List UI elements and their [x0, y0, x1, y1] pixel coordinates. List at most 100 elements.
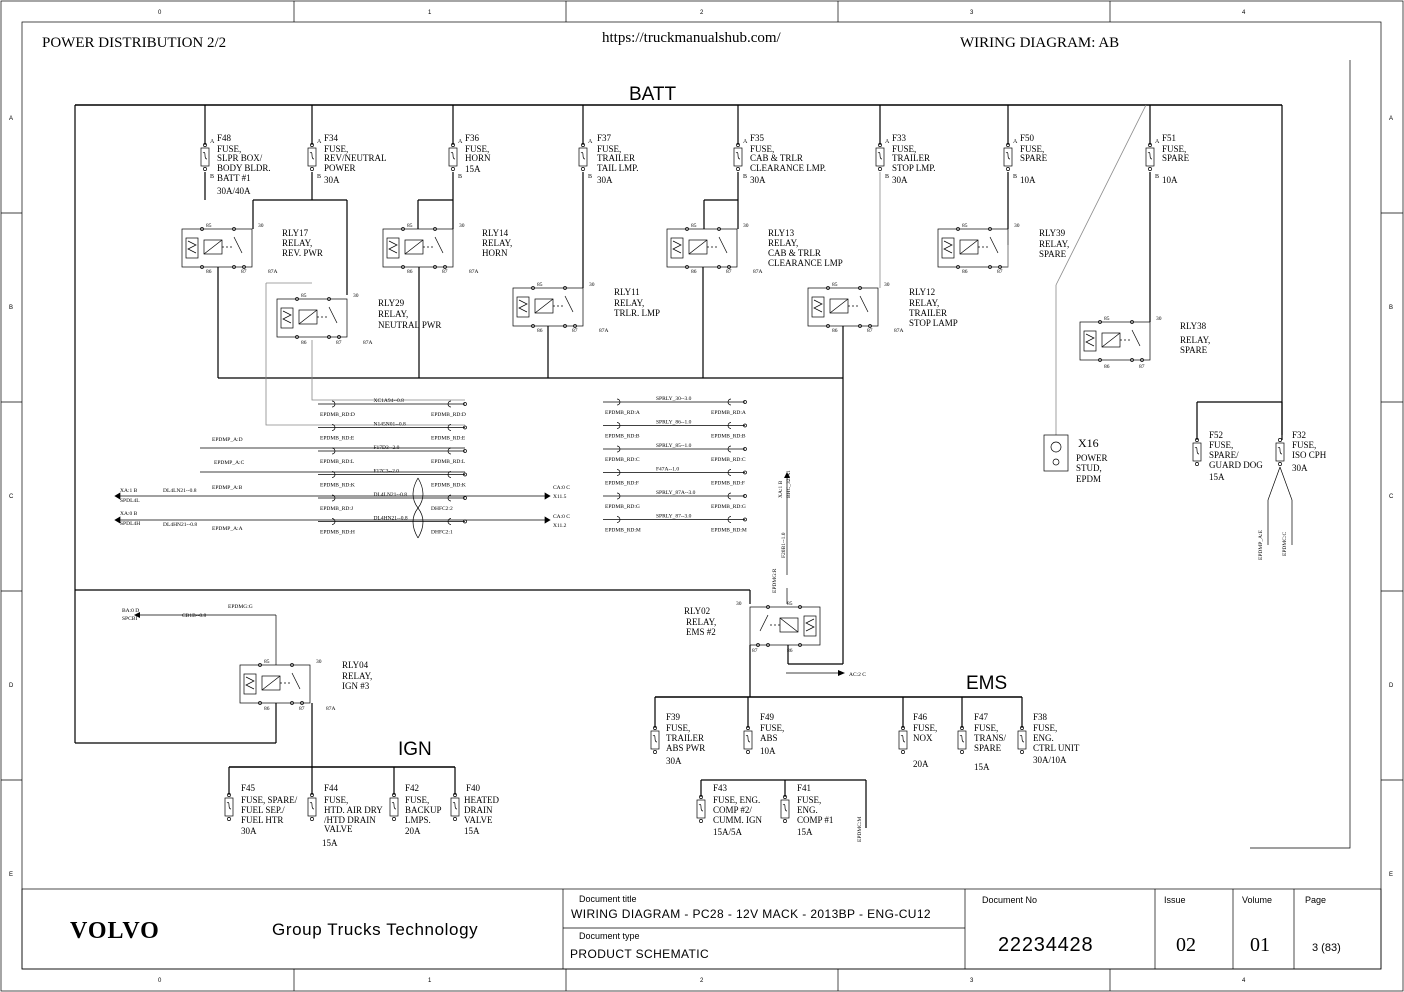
relay-id: RLY04: [342, 660, 369, 670]
pin-label: B: [317, 174, 321, 180]
fuse-id: F49: [760, 712, 775, 722]
relay-desc: SPARE: [1180, 345, 1208, 355]
pin-label: 30: [736, 601, 742, 607]
connector-label: AC:2 C: [849, 672, 866, 678]
connector-label: BA:0 D: [122, 608, 139, 614]
fuse-desc: FUSE,: [1020, 144, 1044, 154]
pin-label: 86: [301, 340, 307, 346]
fuse-desc: BATT #1: [217, 173, 251, 183]
fuse-desc: FUSE,: [217, 144, 241, 154]
pin-label: B: [210, 174, 214, 180]
pin-label: 30: [743, 223, 749, 229]
fuse-desc: TRAILER: [892, 153, 930, 163]
connector-label: EPDMC:M: [857, 817, 863, 842]
connector-label: EPDMB_RD:H: [320, 530, 355, 536]
row-label: D: [1389, 683, 1394, 689]
fuse-desc: POWER: [324, 163, 356, 173]
pin-label: B: [1013, 174, 1017, 180]
pin-label: 30: [459, 223, 465, 229]
wire-label: SPRLY_87--3.0: [656, 514, 692, 520]
ems-bus-label: EMS: [966, 673, 1007, 694]
relay-desc: RELAY,: [378, 309, 408, 319]
pin-label: 87: [867, 328, 873, 334]
page-label: Page: [1305, 895, 1326, 905]
fuse-id: F41: [797, 783, 811, 793]
connector-label: EPDMB_RD:A: [605, 410, 640, 416]
relay-desc: RELAY,: [1180, 335, 1210, 345]
doc-no-label: Document No: [982, 895, 1037, 905]
fuse-F39: [650, 726, 660, 754]
wire-label: SPRLY_85--1.0: [656, 443, 692, 449]
fuse-F40: [450, 793, 460, 821]
fuse-rating: 20A: [405, 826, 421, 836]
fuse-F38: [1017, 726, 1027, 754]
fuse-id: F43: [713, 783, 728, 793]
volume-label: Volume: [1242, 895, 1272, 905]
connector-label: EPDMB_RD:L: [431, 459, 466, 465]
fuse-rating: 30A: [324, 175, 340, 185]
fuse-desc: ENG.: [1033, 733, 1054, 743]
connector-label: EPDMB_RD:M: [605, 528, 641, 534]
fuse-desc: FUSE,: [666, 723, 690, 733]
fuse-id: F33: [892, 133, 907, 143]
pin-label: 87A: [326, 706, 336, 712]
fuse-F52: [1192, 438, 1202, 466]
fuse-rating: 15A: [1209, 472, 1225, 482]
connector-label: EPDMP_A:C: [214, 460, 245, 466]
doc-title: WIRING DIAGRAM - PC28 - 12V MACK - 2013B…: [571, 907, 931, 921]
connector-label: EPDMG:R: [772, 568, 778, 593]
fuse-id: F50: [1020, 133, 1035, 143]
wire-label: N145N01--0.8: [374, 422, 406, 428]
fuse-rating: 20A: [913, 759, 929, 769]
row-label: C: [1389, 494, 1394, 500]
row-label: D: [9, 683, 14, 689]
fuse-id: F44: [324, 783, 339, 793]
connector-label: EPDMB_RD:B: [711, 434, 746, 440]
connector-label: EPDMB_RD:A: [711, 410, 746, 416]
fuse-desc: STOP LMP.: [892, 163, 936, 173]
connector-label: BHC_32:A1: [786, 470, 792, 498]
col-label: 4: [1242, 10, 1246, 16]
source-url[interactable]: https://truckmanualshub.com/: [602, 30, 782, 46]
pin-label: 87: [997, 269, 1003, 275]
fuse-F50: [1003, 143, 1013, 171]
fuse-desc: NOX: [913, 733, 933, 743]
fuse-desc: FUSE,: [974, 723, 998, 733]
pin-label: 86: [962, 269, 968, 275]
pin-label: 87A: [894, 328, 904, 334]
page-title: POWER DISTRIBUTION 2/2: [42, 35, 226, 51]
fuse-id: F37: [597, 133, 612, 143]
fuse-F43: [696, 795, 706, 823]
pin-label: 87: [1139, 364, 1145, 370]
fuse-desc: VALVE: [464, 815, 493, 825]
pin-label: 85: [301, 293, 307, 299]
row-label: B: [1389, 305, 1393, 311]
fuse-desc: SPARE: [1020, 153, 1048, 163]
connector-label: SPDL4L: [120, 498, 140, 504]
row-label: E: [9, 872, 13, 878]
pin-label: 86: [691, 269, 697, 275]
fuse-id: F47: [974, 712, 989, 722]
relay-id: RLY02: [684, 606, 710, 616]
wire-label: SPRLY_87A--3.0: [656, 490, 696, 496]
stud-desc: POWER: [1076, 453, 1108, 463]
wire-label: F17C3--2.0: [374, 469, 400, 475]
col-label: 2: [700, 978, 704, 984]
pin-label: 85: [407, 223, 413, 229]
pin-label: A: [885, 139, 890, 145]
fuse-id: F45: [241, 783, 256, 793]
pin-label: 87A: [599, 328, 609, 334]
relay-RLY39: [937, 227, 1009, 269]
ign-bus-label: IGN: [398, 739, 432, 760]
fuse-F49: [743, 726, 753, 754]
fuse-F37: [578, 143, 588, 171]
fuse-desc: BACKUP: [405, 805, 442, 815]
fuse-rating: 30A: [1292, 463, 1308, 473]
fuse-rating: 15A: [322, 838, 338, 848]
fuse-desc: TRANS/: [974, 733, 1007, 743]
fuse-id: F40: [466, 783, 481, 793]
relay-desc: REV. PWR: [282, 248, 323, 258]
